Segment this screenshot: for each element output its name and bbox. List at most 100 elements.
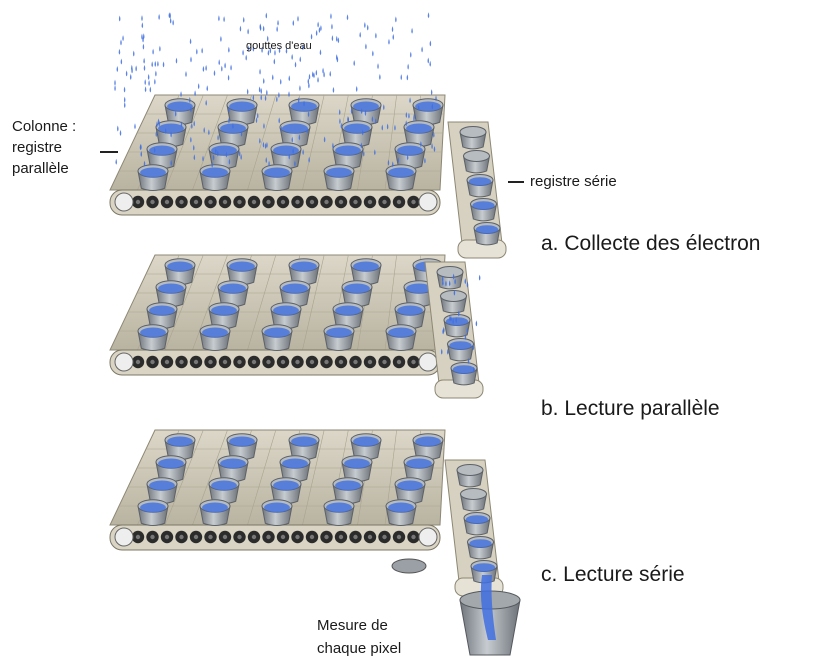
water-drop	[252, 94, 255, 101]
water-drop	[329, 70, 332, 77]
step-b-label: b. Lecture parallèle	[541, 397, 720, 420]
water-drop	[285, 47, 288, 54]
water-drop	[332, 86, 335, 93]
water-drop	[190, 56, 192, 63]
water-drop	[466, 327, 469, 334]
water-drop	[323, 71, 325, 78]
bucket	[436, 266, 464, 290]
water-drop	[259, 137, 261, 144]
step-a-label: a. Collecte des électron	[541, 232, 761, 255]
bucket	[226, 258, 258, 285]
bucket	[288, 433, 320, 460]
water-drop	[340, 122, 343, 129]
end-roller	[114, 352, 134, 372]
water-drop	[259, 24, 262, 31]
water-drop	[308, 82, 310, 89]
water-drop	[350, 107, 353, 114]
water-drop	[442, 328, 444, 335]
column-label-line1: Colonne :	[12, 118, 77, 135]
water-drop	[223, 16, 225, 23]
water-drop	[299, 56, 302, 63]
end-roller	[418, 352, 438, 372]
water-drop	[421, 46, 423, 53]
bucket	[164, 433, 196, 460]
water-drop	[156, 121, 158, 128]
water-drop	[157, 60, 159, 67]
bucket	[394, 142, 426, 169]
water-drops	[114, 12, 481, 373]
bucket	[462, 150, 491, 174]
water-drop	[331, 35, 334, 42]
water-drop	[431, 103, 434, 110]
bucket	[226, 433, 258, 460]
bucket	[217, 455, 249, 482]
water-drop	[322, 67, 324, 74]
water-drop	[141, 15, 143, 22]
water-drop	[391, 161, 394, 168]
water-drop	[478, 274, 481, 281]
water-drop	[397, 157, 400, 164]
water-drop	[318, 26, 321, 33]
water-drop	[278, 117, 280, 124]
bucket	[385, 499, 417, 526]
water-drop	[260, 87, 263, 94]
water-drop	[278, 91, 280, 98]
water-drop	[170, 131, 172, 138]
water-drop	[392, 33, 395, 40]
water-drop	[405, 111, 408, 118]
water-drop	[272, 74, 274, 81]
water-drop	[366, 24, 369, 31]
water-drop	[164, 127, 167, 134]
water-drop	[307, 78, 310, 85]
water-drop	[141, 33, 143, 40]
water-drop	[388, 38, 390, 45]
bucket	[341, 280, 373, 307]
water-drop	[288, 153, 291, 160]
water-drop	[225, 151, 228, 158]
water-drop	[291, 136, 293, 143]
water-drop	[360, 142, 363, 149]
water-drop	[170, 159, 172, 166]
water-drop	[155, 70, 157, 77]
water-drop	[240, 130, 243, 137]
water-drop	[360, 108, 363, 115]
bucket	[155, 455, 187, 482]
end-roller	[114, 527, 134, 547]
water-drop	[379, 73, 381, 80]
water-drop	[266, 89, 268, 96]
water-drop	[148, 80, 150, 87]
water-drop	[262, 141, 265, 148]
water-drop	[172, 19, 174, 26]
water-drop	[169, 12, 171, 19]
water-drop	[365, 43, 367, 50]
water-drop	[269, 47, 272, 54]
water-drop	[410, 51, 412, 58]
water-drop	[336, 56, 339, 63]
water-drop	[263, 122, 265, 129]
water-drop	[228, 158, 231, 165]
water-drop	[218, 15, 220, 22]
bucket	[261, 324, 293, 351]
water-drop	[466, 281, 469, 288]
water-drop	[131, 64, 133, 71]
water-drop	[407, 63, 409, 70]
measure-label-line1: Mesure de	[317, 617, 388, 634]
water-drop	[323, 136, 326, 143]
water-drop	[292, 147, 294, 154]
bucket	[403, 455, 435, 482]
water-drop	[406, 74, 409, 81]
water-drop	[224, 62, 226, 69]
water-drop	[458, 310, 460, 317]
bucket	[450, 362, 478, 386]
water-drop	[303, 100, 305, 107]
bucket	[394, 477, 426, 504]
water-drop	[197, 83, 200, 90]
water-drop	[431, 143, 433, 150]
bucket	[279, 455, 311, 482]
water-drop	[266, 35, 269, 42]
bucket	[323, 499, 355, 526]
water-drop	[205, 99, 207, 106]
water-drop	[307, 111, 310, 118]
water-drop	[169, 17, 172, 24]
water-drop	[310, 33, 313, 40]
